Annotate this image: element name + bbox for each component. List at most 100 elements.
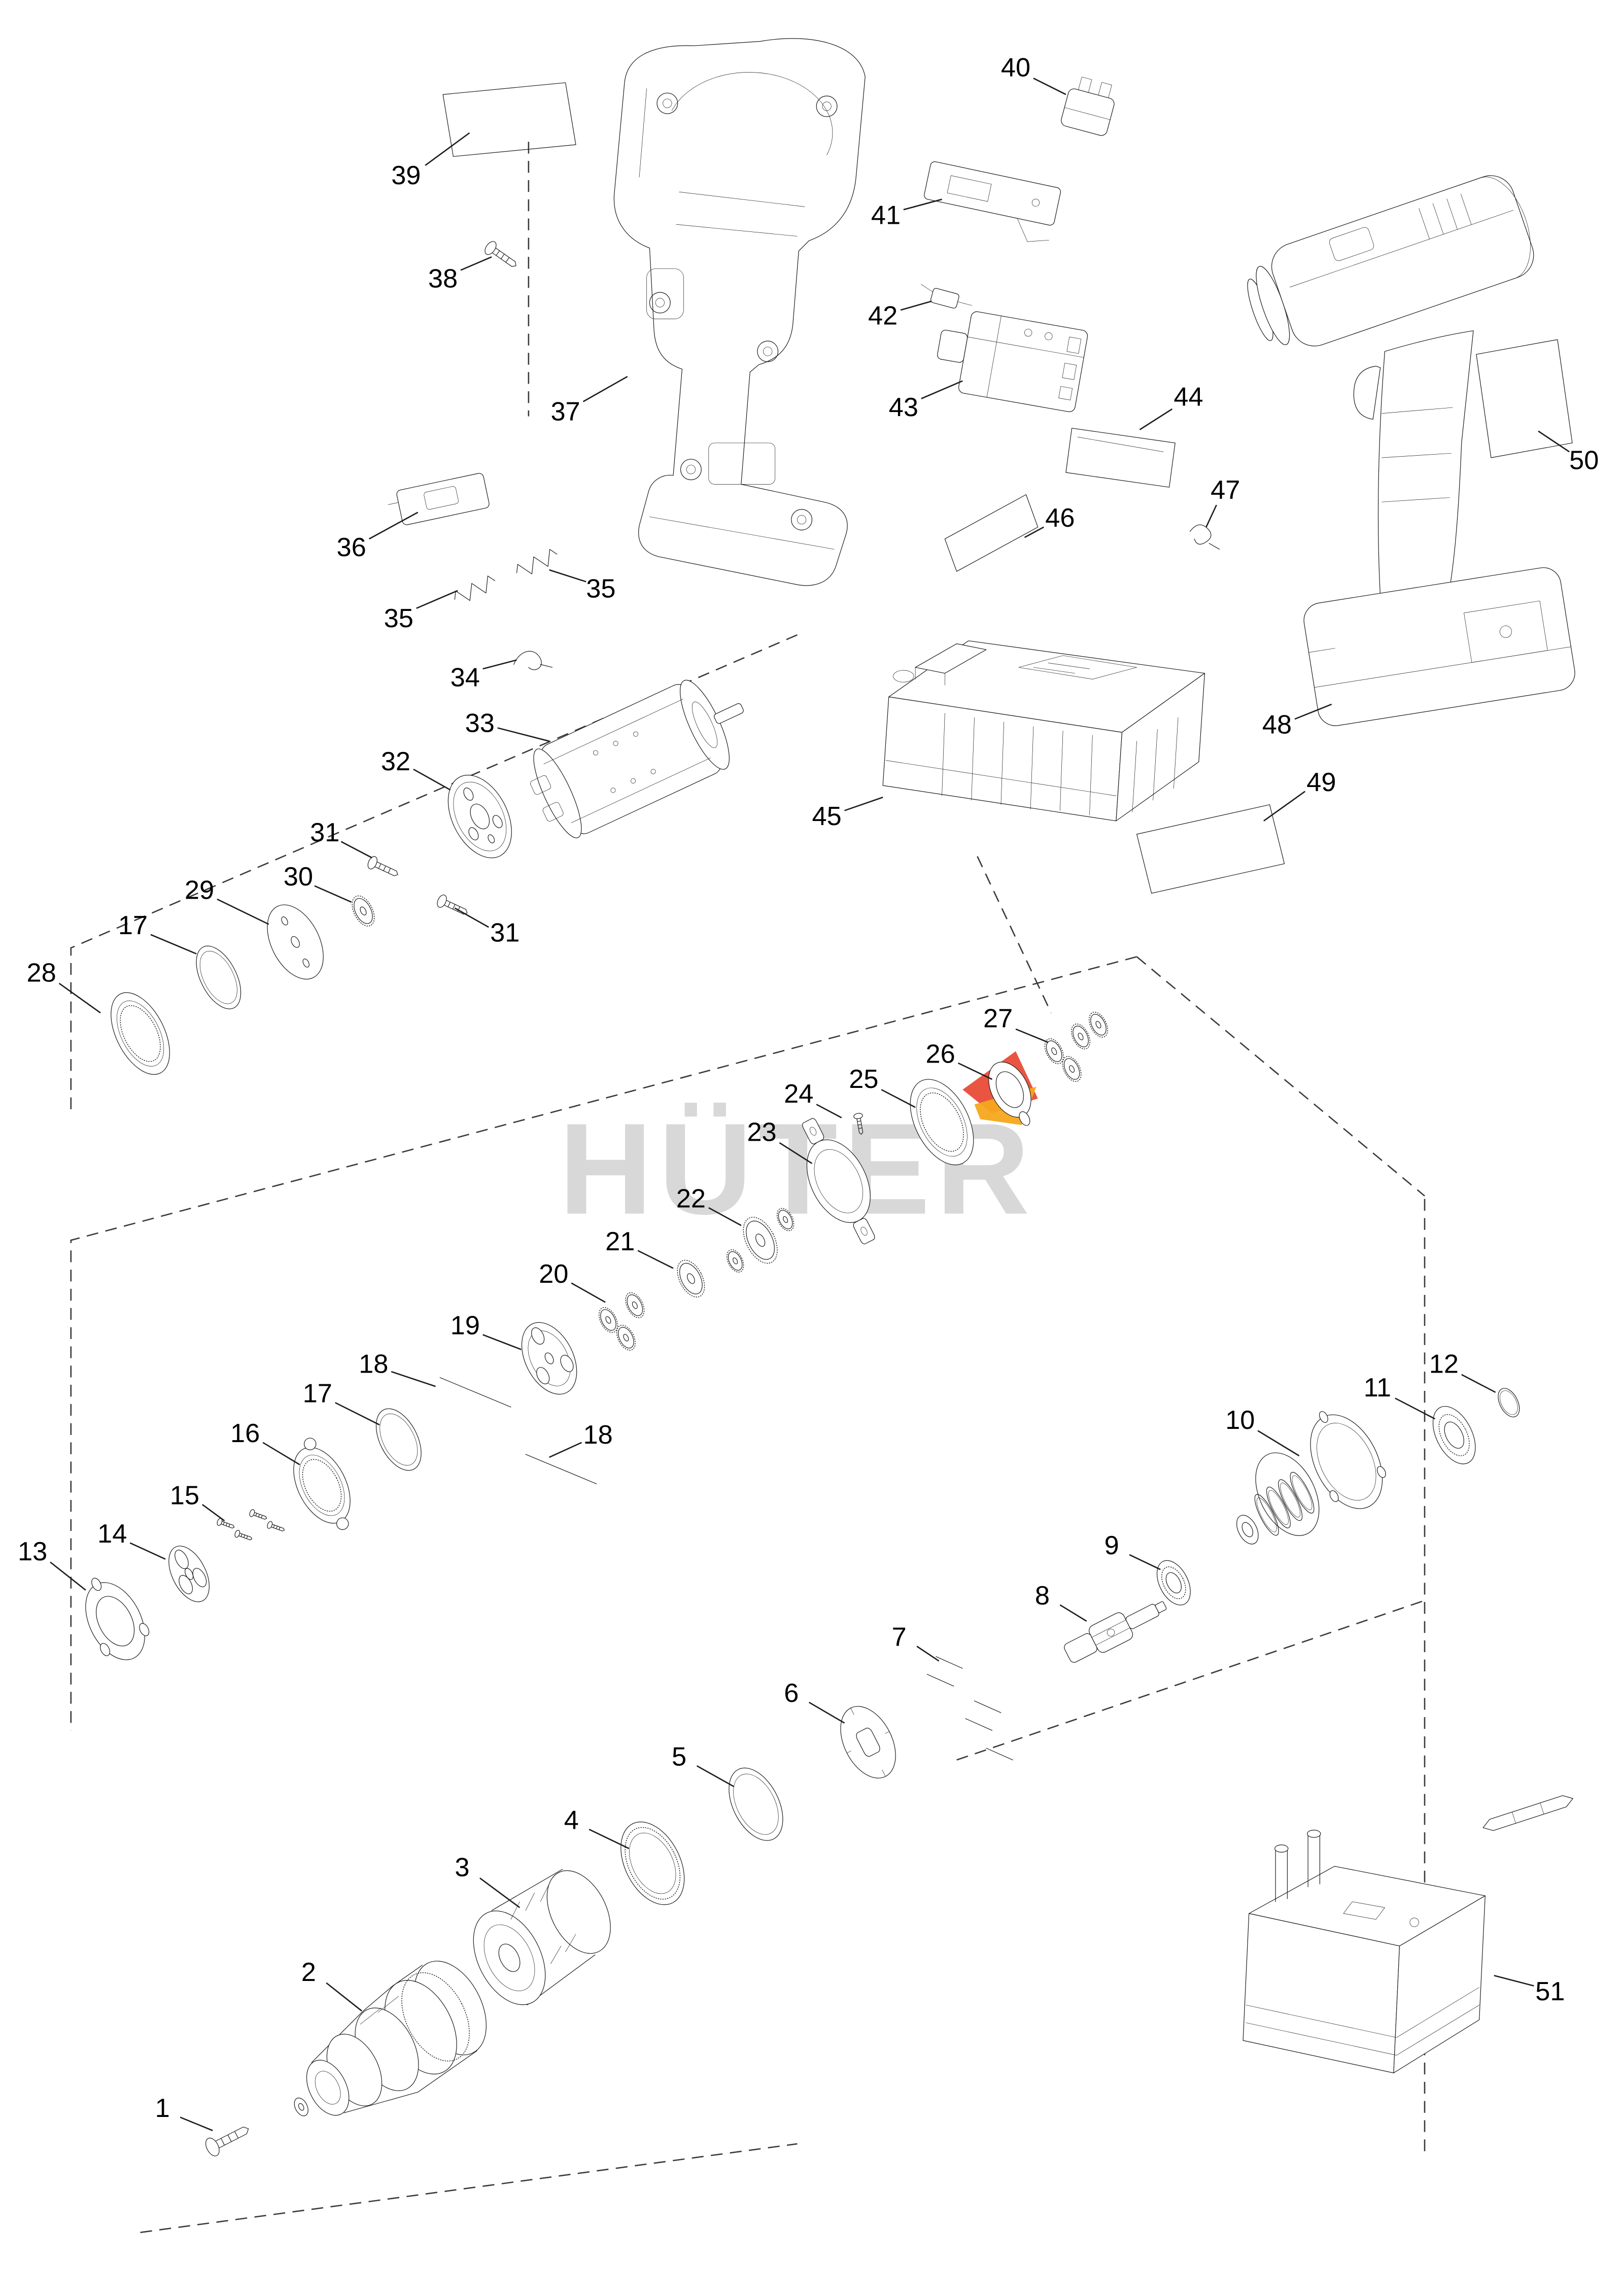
leader-line (900, 300, 932, 311)
part-15-pin (233, 1529, 254, 1543)
leader-line (1024, 526, 1044, 538)
part-number-label: 39 (391, 161, 421, 190)
part-number-label: 1 (155, 2094, 170, 2123)
part-number-label: 43 (889, 393, 918, 422)
leader-line (1538, 430, 1570, 453)
part-number-label: 31 (310, 818, 339, 847)
leader-line (921, 380, 963, 399)
part-5-ring (718, 1759, 794, 1850)
part-number-label: 30 (284, 862, 313, 892)
part-number-label: 41 (871, 201, 901, 230)
part-28-ring-gear (99, 983, 182, 1084)
leader-line (58, 982, 101, 1014)
leader-line (150, 934, 197, 954)
part-number-label: 10 (1225, 1406, 1255, 1435)
part-15-pin (248, 1508, 268, 1523)
part-1-screw (203, 2120, 253, 2158)
leader-line (129, 1542, 166, 1560)
leader-line (549, 1442, 582, 1458)
leader-line (1294, 703, 1332, 720)
leader-line (416, 590, 458, 609)
plug-pins (1275, 1830, 1321, 1902)
leader-line (1257, 1430, 1300, 1457)
charger-indicator (1410, 1918, 1419, 1927)
part-number-label: 11 (1364, 1373, 1391, 1403)
part-number-label: 25 (849, 1065, 878, 1094)
part-7-pin (986, 1748, 1013, 1760)
part-number-label: 37 (550, 397, 580, 427)
leader-line (1395, 1397, 1436, 1420)
construction-dashed-lines (70, 142, 1426, 2233)
part-number-label: 9 (1104, 1531, 1119, 1560)
part-12-washer (1493, 1384, 1525, 1421)
gear-train (70, 1008, 1113, 1670)
part-6-shaped-washer (830, 1697, 907, 1787)
part-number-label: 24 (784, 1079, 813, 1109)
screw-bosses (649, 93, 837, 530)
part-31-screw-b (434, 893, 471, 920)
part-number-label: 8 (1035, 1581, 1050, 1611)
part-number-label: 6 (784, 1679, 799, 1708)
part-51-charger (1243, 1793, 1575, 2073)
part-37-housing-left (614, 39, 865, 586)
part-number-label: 51 (1535, 1977, 1565, 2006)
part-number-label: 18 (583, 1420, 612, 1450)
part-15-pin (216, 1517, 236, 1531)
part-20-planet-gear (612, 1321, 640, 1354)
leader-line (425, 132, 470, 166)
leader-line (314, 885, 352, 903)
part-number-label: 12 (1429, 1349, 1459, 1379)
leader-line (1033, 78, 1066, 95)
leader-line (1015, 1028, 1049, 1043)
leader-line (180, 2116, 213, 2131)
part-number-label: 23 (747, 1118, 776, 1147)
part-20-planet-gear (620, 1288, 649, 1322)
part-2-chuck (292, 1949, 501, 2122)
part-number-label: 17 (118, 911, 148, 940)
part-number-label: 33 (465, 709, 495, 738)
leader-line (262, 1442, 300, 1465)
part-16-ring-gear (282, 1438, 362, 1532)
part-27-planet-gear (1084, 1008, 1113, 1041)
part-number-label: 20 (539, 1259, 568, 1289)
part-number-label: 44 (1173, 382, 1203, 412)
part-17-oring-a (187, 939, 250, 1016)
part-number-label: 36 (337, 533, 366, 562)
part-number-label: 28 (26, 958, 56, 987)
part-18-pin-a (440, 1378, 511, 1407)
part-33-motor (518, 663, 763, 846)
part-45-battery (883, 641, 1204, 821)
leader-line (582, 375, 628, 402)
part-number-label: 18 (359, 1349, 388, 1379)
part-35-spring-right (512, 546, 561, 580)
part-14-carrier (160, 1540, 217, 1609)
leader-line (589, 1828, 630, 1850)
part-42-small-cylinder (917, 284, 974, 313)
leader-line (881, 1089, 916, 1108)
part-number-label: 45 (812, 802, 841, 831)
part-16-tab (337, 1518, 349, 1529)
part-number-label: 2 (301, 1958, 316, 1987)
part-22-gear-small (722, 1246, 748, 1276)
part-35-spring-left (451, 573, 499, 607)
part-7-pin (936, 1657, 962, 1668)
part-39-sticker (443, 83, 576, 156)
leader-line (217, 898, 269, 925)
part-number-label: 13 (18, 1537, 47, 1566)
leader-line (454, 907, 489, 928)
part-number-label: 26 (926, 1039, 955, 1069)
part-7-pin (927, 1674, 953, 1686)
spindle-group (927, 1384, 1525, 1760)
part-27-planet-gear (1058, 1052, 1086, 1086)
leader-line (340, 841, 373, 859)
leader-line (482, 659, 517, 670)
part-number-label: 38 (428, 264, 458, 294)
leader-line (482, 1334, 522, 1350)
leader-line (1263, 791, 1306, 822)
leader-line (844, 797, 883, 811)
part-43-trigger-switch (931, 306, 1088, 413)
part-7-pin (965, 1719, 992, 1730)
part-number-label: 17 (303, 1379, 332, 1409)
part-11-bearing (1424, 1399, 1484, 1471)
